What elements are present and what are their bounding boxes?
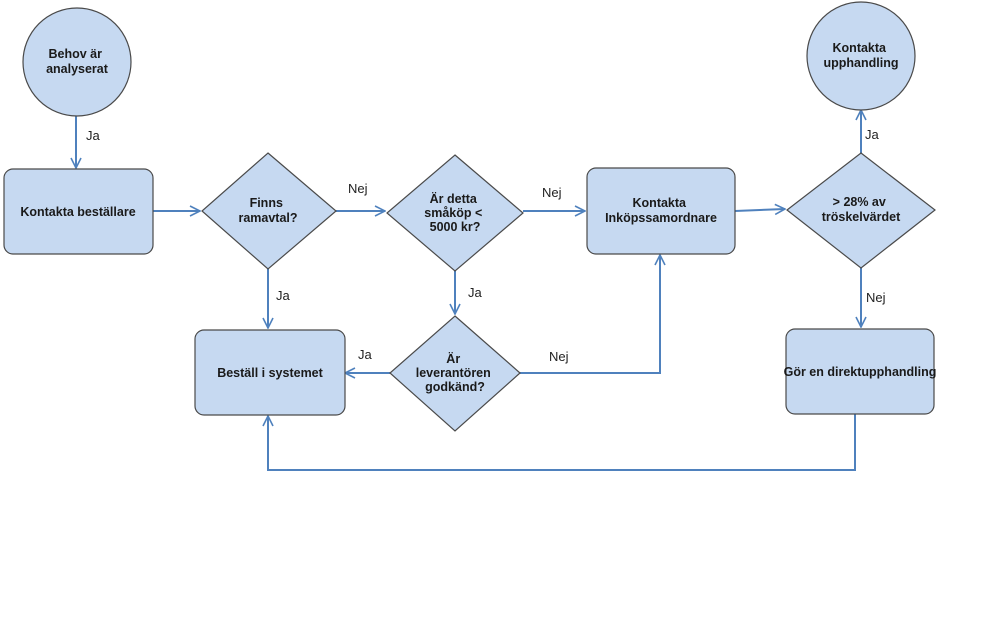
connectors bbox=[76, 110, 861, 471]
edge-labels: Ja Nej Nej Ja Ja Ja Ja Nej Nej bbox=[86, 127, 886, 364]
contact-coordinator-box bbox=[586, 167, 736, 255]
node-texts: Behov är analyserat Kontakta beställare … bbox=[20, 41, 936, 394]
label-start-ja: Ja bbox=[86, 128, 101, 143]
label-threshold-ja: Ja bbox=[865, 127, 880, 142]
direct-procurement-text: Gör en direktupphandling bbox=[784, 365, 937, 379]
supplier-diamond bbox=[389, 315, 521, 432]
label-supplier-ja: Ja bbox=[358, 347, 373, 362]
contact-procurement-circle bbox=[806, 1, 916, 111]
order-in-system-box bbox=[194, 329, 346, 416]
label-threshold-nej: Nej bbox=[866, 290, 886, 305]
label-framework-nej: Nej bbox=[348, 181, 368, 196]
label-supplier-nej: Nej bbox=[549, 349, 569, 364]
small-purchase-text: Är detta småköp < 5000 kr? bbox=[424, 191, 486, 234]
label-framework-ja: Ja bbox=[276, 288, 291, 303]
contact-orderer-box bbox=[3, 168, 154, 255]
start-text: Behov är analyserat bbox=[46, 47, 109, 76]
shapes bbox=[3, 1, 936, 432]
supplier-text: Är leverantören godkänd? bbox=[416, 351, 495, 394]
label-small-nej: Nej bbox=[542, 185, 562, 200]
framework-text: Finns ramavtal? bbox=[238, 196, 297, 225]
edge-direct-to-order bbox=[268, 414, 856, 471]
order-in-system-text: Beställ i systemet bbox=[217, 366, 323, 380]
contact-coordinator-text: Kontakta Inköpssamordnare bbox=[605, 196, 717, 225]
edge-supplier-no bbox=[520, 255, 660, 374]
direct-procurement-box bbox=[785, 328, 935, 415]
contact-orderer-text: Kontakta beställare bbox=[20, 205, 135, 219]
framework-diamond bbox=[201, 152, 337, 270]
edge-coordinator-to-threshold bbox=[734, 209, 785, 211]
start-circle bbox=[22, 7, 132, 117]
contact-procurement-text: Kontakta upphandling bbox=[824, 41, 899, 70]
threshold-text: > 28% av tröskelvärdet bbox=[822, 195, 901, 224]
label-small-ja: Ja bbox=[468, 285, 483, 300]
small-purchase-diamond bbox=[386, 154, 524, 272]
threshold-diamond bbox=[786, 152, 936, 269]
